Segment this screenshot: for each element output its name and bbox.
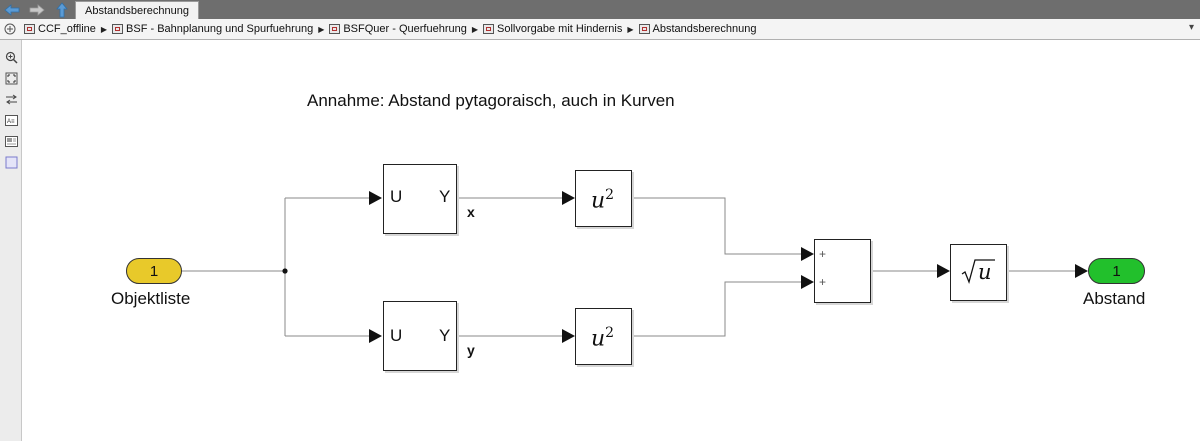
subsystem-icon	[329, 24, 341, 34]
breadcrumb-item[interactable]: Sollvorgabe mit Hindernis	[483, 23, 622, 35]
sqrt-symbol	[961, 259, 995, 285]
chevron-down-icon[interactable]: ▾	[1188, 22, 1194, 33]
subsystem-icon	[638, 24, 650, 34]
math-square-block-y[interactable]: u2	[575, 308, 632, 365]
breadcrumb-item[interactable]: CCF_offline	[24, 23, 96, 35]
arrowhead	[369, 329, 382, 343]
breadcrumb-item[interactable]: BSFQuer - Querfuehrung	[329, 23, 467, 35]
math-variable: u	[591, 188, 606, 214]
sum-block[interactable]: + +	[814, 239, 871, 303]
tab-abstandsberechnung[interactable]: Abstandsberechnung	[75, 1, 199, 19]
chevron-right-icon: ▶	[627, 24, 634, 34]
area-icon[interactable]	[4, 155, 18, 169]
up-arrow-icon[interactable]	[53, 1, 71, 18]
signal-label-y[interactable]: y	[467, 342, 475, 358]
outport-label: Abstand	[1083, 289, 1146, 308]
text-annotation-icon[interactable]: A≡	[4, 113, 18, 127]
back-arrow-icon[interactable]	[3, 1, 21, 18]
svg-text:A≡: A≡	[7, 119, 15, 125]
inport-number: 1	[149, 262, 159, 280]
sum-sign: +	[819, 275, 827, 289]
fit-to-view-icon[interactable]	[4, 71, 18, 85]
inport-label: Objektliste	[111, 289, 191, 308]
palette-toolbar: A≡	[0, 40, 22, 441]
breadcrumb: CCF_offline ▶ BSF - Bahnplanung und Spur…	[0, 19, 1200, 40]
model-icon	[24, 24, 35, 34]
outport-number: 1	[1112, 262, 1121, 280]
branch-point	[282, 268, 288, 274]
arrowhead	[562, 191, 575, 205]
selector-output-label: Y	[439, 187, 451, 206]
image-annotation-icon[interactable]	[4, 134, 18, 148]
title-bar: Abstandsberechnung	[0, 0, 1200, 19]
subsystem-icon	[483, 24, 495, 34]
selector-output-label: Y	[439, 326, 451, 345]
math-variable: u	[591, 326, 606, 352]
signal-label-x[interactable]: x	[467, 204, 475, 220]
chevron-right-icon: ▶	[100, 24, 108, 34]
arrowhead	[369, 191, 382, 205]
sum-sign: +	[819, 247, 827, 261]
inport-block[interactable]: 1	[126, 258, 182, 284]
breadcrumb-item[interactable]: BSF - Bahnplanung und Spurfuehrung	[112, 23, 313, 35]
arrowhead	[562, 329, 575, 343]
zoom-icon[interactable]	[4, 50, 18, 64]
expand-icon[interactable]	[3, 22, 17, 36]
sqrt-block[interactable]: u	[950, 244, 1007, 301]
outport-block[interactable]: 1	[1088, 258, 1145, 284]
forward-arrow-icon[interactable]	[28, 1, 46, 18]
arrowhead	[801, 275, 814, 289]
breadcrumb-item[interactable]: Abstandsberechnung	[638, 23, 756, 35]
math-exponent: 2	[605, 325, 615, 341]
chevron-right-icon: ▶	[471, 24, 479, 34]
arrows-icon[interactable]	[4, 92, 18, 106]
subsystem-icon	[112, 24, 124, 34]
chevron-right-icon: ▶	[318, 24, 325, 34]
math-exponent: 2	[605, 187, 615, 203]
math-square-block-x[interactable]: u2	[575, 170, 632, 227]
selector-input-label: U	[390, 326, 403, 345]
sqrt-variable: u	[978, 260, 992, 284]
selector-input-label: U	[390, 187, 403, 206]
arrowhead	[937, 264, 950, 278]
selector-block-y[interactable]: U Y	[383, 301, 457, 371]
selector-block-x[interactable]: U Y	[383, 164, 457, 234]
arrowhead	[801, 247, 814, 261]
arrowhead	[1075, 264, 1088, 278]
annotation-text[interactable]: Annahme: Abstand pytagoraisch, auch in K…	[307, 91, 675, 110]
